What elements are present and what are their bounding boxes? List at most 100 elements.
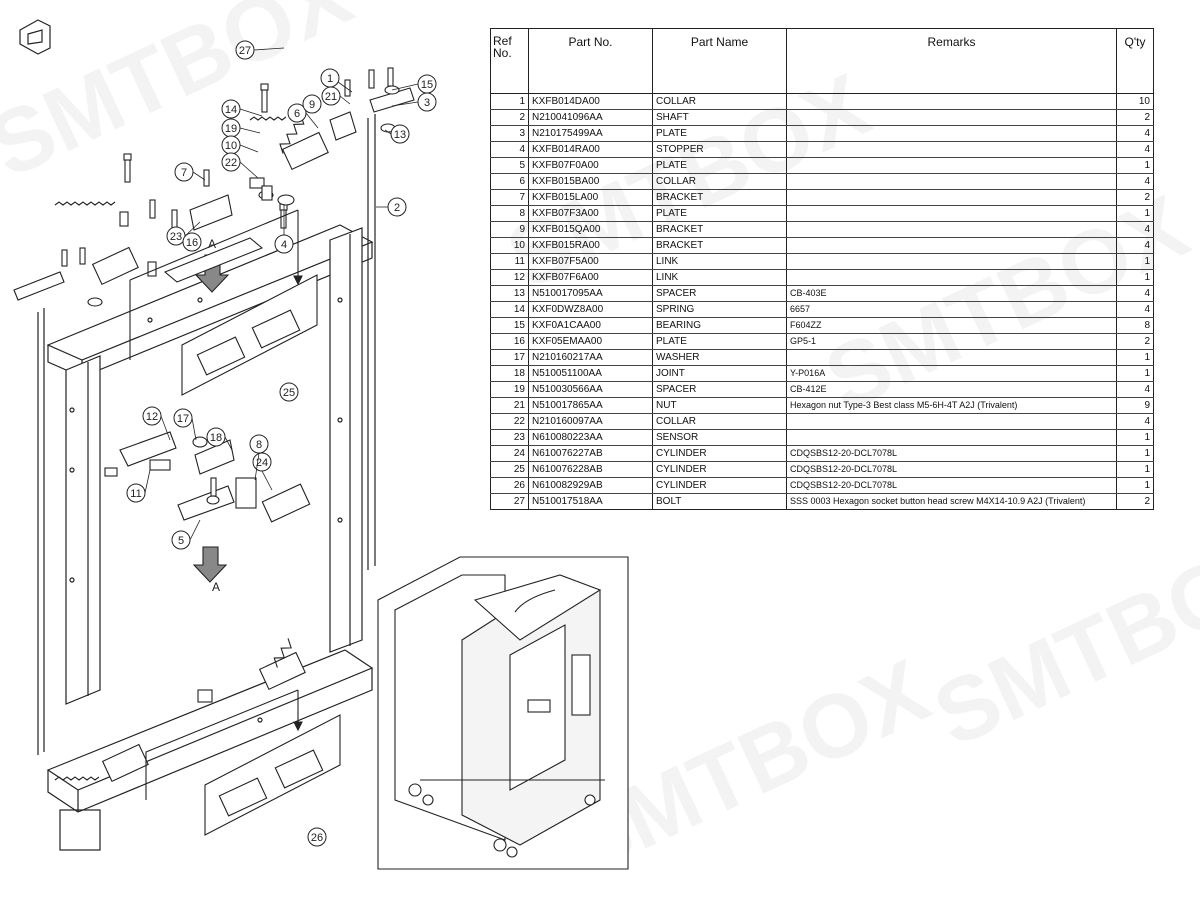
cell-ref: 1 [490,93,529,110]
cell-part-no: KXFB015LA00 [528,189,653,206]
cell-remarks: F604ZZ [786,317,1117,334]
cell-ref: 13 [490,285,529,302]
callout-label: 12 [146,411,158,423]
cell-ref: 18 [490,365,529,382]
detail-box-26 [204,714,341,836]
cell-qty: 4 [1116,285,1154,302]
cell-qty: 4 [1116,141,1154,158]
cell-part-no: KXFB07F5A00 [528,253,653,270]
cell-part-no: N610076228AB [528,461,653,478]
watermark-text: SMTBOX [920,513,1200,766]
cell-remarks [786,349,1117,366]
cell-ref: 25 [490,461,529,478]
callout-label: 14 [225,104,237,116]
cell-qty: 1 [1116,365,1154,382]
middle-linkage [104,431,311,583]
cell-ref: 19 [490,381,529,398]
cell-qty: 1 [1116,157,1154,174]
cell-remarks [786,157,1117,174]
table-header-row: Ref No. Part No. Part Name Remarks Q'ty [490,28,1154,94]
cell-ref: 5 [490,157,529,174]
callout-label: 22 [225,157,237,169]
cell-remarks: Y-P016A [786,365,1117,382]
cell-qty: 1 [1116,477,1154,494]
cell-ref: 22 [490,413,529,430]
cell-qty: 1 [1116,349,1154,366]
cell-part-no: KXFB07F6A00 [528,269,653,286]
cell-ref: 24 [490,445,529,462]
cell-qty: 1 [1116,461,1154,478]
cell-part-no: N610082929AB [528,477,653,494]
cell-remarks: CB-412E [786,381,1117,398]
cell-ref: 11 [490,253,529,270]
cell-ref: 15 [490,317,529,334]
cell-part-name: BEARING [652,317,787,334]
callout-label: 27 [239,45,251,57]
cell-part-no: N210160097AA [528,413,653,430]
callout-label: 24 [256,457,268,469]
cell-remarks: 6657 [786,301,1117,318]
cell-ref: 7 [490,189,529,206]
col-header-qty: Q'ty [1116,28,1154,94]
cell-qty: 4 [1116,301,1154,318]
cell-remarks [786,205,1117,222]
cell-part-no: N510017518AA [528,493,653,510]
callout-label: 25 [283,387,295,399]
cell-qty: 2 [1116,493,1154,510]
cell-ref: 2 [490,109,529,126]
cell-part-name: BRACKET [652,189,787,206]
cell-qty: 1 [1116,253,1154,270]
cell-part-name: PLATE [652,333,787,350]
cell-ref: 16 [490,333,529,350]
callout-label: 5 [178,535,184,547]
cell-qty: 9 [1116,397,1154,414]
cell-remarks: CDQSBS12-20-DCL7078L [786,445,1117,462]
cell-part-name: COLLAR [652,413,787,430]
cell-part-no: KXFB07F0A00 [528,157,653,174]
view-label-a: A [208,237,216,251]
cell-part-no: N510051100AA [528,365,653,382]
cell-part-no: KXFB015BA00 [528,173,653,190]
cell-qty: 4 [1116,237,1154,254]
cell-qty: 4 [1116,221,1154,238]
cell-ref: 26 [490,477,529,494]
parts-list-table: Ref No. Part No. Part Name Remarks Q'ty … [490,28,1154,510]
cell-qty: 10 [1116,93,1154,110]
callouts: 27 1 21 15 3 14 6 9 19 13 10 22 7 2 23 1… [126,40,437,847]
cell-part-name: PLATE [652,157,787,174]
cell-part-name: BOLT [652,493,787,510]
cell-part-no: N610076227AB [528,445,653,462]
cell-ref: 3 [490,125,529,142]
cell-part-no: N210175499AA [528,125,653,142]
cell-part-no: N510017095AA [528,285,653,302]
cell-part-name: PLATE [652,125,787,142]
cell-ref: 23 [490,429,529,446]
cell-remarks [786,93,1117,110]
cell-qty: 4 [1116,381,1154,398]
cell-remarks: CB-403E [786,285,1117,302]
callout-label: 23 [170,231,182,243]
cell-remarks [786,125,1117,142]
detail-box-25 [129,209,318,396]
cell-remarks [786,141,1117,158]
cell-remarks: GP5-1 [786,333,1117,350]
callout-label: 2 [394,202,400,214]
col-header-part-no: Part No. [528,28,653,94]
upper-mechanism [13,67,415,307]
callout-label: 11 [130,488,141,500]
cell-part-name: SPRING [652,301,787,318]
cell-part-no: KXFB07F3A00 [528,205,653,222]
